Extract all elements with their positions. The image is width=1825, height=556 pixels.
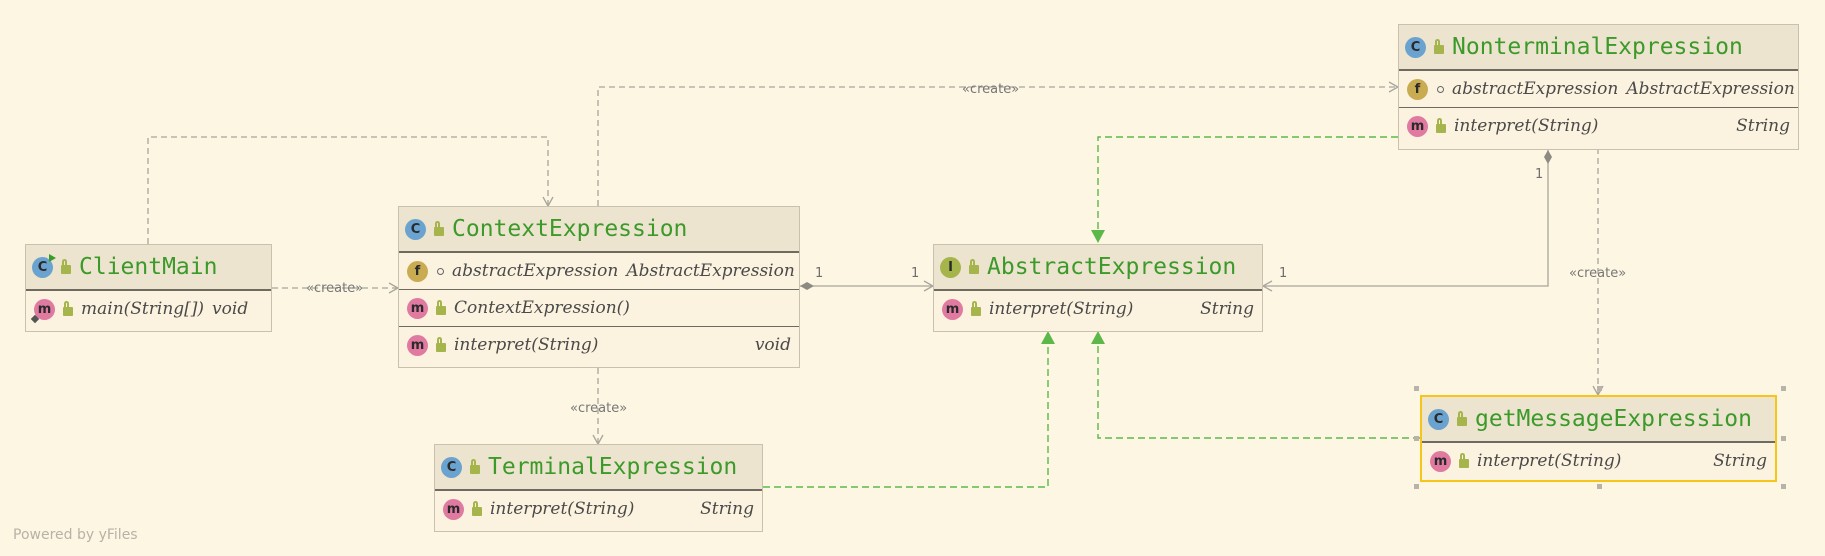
class-name: NonterminalExpression	[1452, 34, 1743, 60]
node-header: C getMessageExpression	[1422, 397, 1775, 442]
resize-handle[interactable]	[1597, 386, 1602, 391]
edge-terminal-realization	[763, 331, 1055, 488]
class-icon: C	[441, 456, 462, 478]
public-lock-icon	[1457, 410, 1467, 426]
edge-context-to-nonterminal-create	[597, 81, 1400, 206]
create-label-client: «create»	[306, 281, 364, 296]
public-lock-icon	[969, 258, 979, 274]
member-row[interactable]: m main(String[]) void	[26, 290, 271, 327]
member-name: abstractExpression	[1452, 79, 1619, 99]
create-label-nonterminal-getmessage: «create»	[1569, 266, 1627, 281]
method-icon: m	[407, 334, 428, 356]
member-name: interpret(String)	[454, 335, 599, 355]
edge-getmessage-realization	[1091, 331, 1420, 439]
member-row[interactable]: m interpret(String) void	[399, 326, 799, 363]
powered-by-footer: Powered by yFiles	[13, 527, 138, 543]
node-abstract-expression[interactable]: I AbstractExpression m interpret(String)…	[933, 244, 1263, 332]
field-icon: f	[1407, 78, 1428, 100]
node-header: I AbstractExpression	[934, 245, 1262, 290]
member-name: ContextExpression()	[454, 298, 630, 318]
field-icon: f	[407, 260, 428, 282]
interface-icon: I	[940, 256, 961, 278]
package-private-icon	[1437, 85, 1444, 93]
member-type: void	[754, 335, 791, 355]
public-lock-icon	[436, 336, 446, 352]
class-name: ClientMain	[79, 254, 218, 280]
class-name: TerminalExpression	[488, 454, 738, 480]
node-header: C ContextExpression	[399, 207, 799, 252]
member-name: interpret(String)	[989, 299, 1134, 319]
member-name: interpret(String)	[490, 499, 635, 519]
resize-handle[interactable]	[1414, 436, 1419, 441]
public-lock-icon	[63, 300, 73, 316]
resize-handle[interactable]	[1781, 386, 1786, 391]
public-lock-icon	[472, 500, 482, 516]
class-icon: C	[1405, 36, 1426, 58]
class-icon: C	[1428, 408, 1449, 430]
interface-name: AbstractExpression	[987, 254, 1237, 280]
abstract-method-icon: m	[942, 298, 963, 320]
edge-nonterminal-realization	[1091, 136, 1398, 243]
member-type: AbstractExpression	[626, 261, 795, 281]
package-private-icon	[437, 267, 444, 275]
multiplicity-label: 1	[911, 266, 920, 281]
method-icon: m	[1407, 115, 1428, 137]
member-name: abstractExpression	[452, 261, 619, 281]
class-icon: C	[405, 218, 426, 240]
resize-handle[interactable]	[1781, 484, 1786, 489]
resize-handle[interactable]	[1414, 386, 1419, 391]
public-lock-icon	[1434, 38, 1444, 54]
class-name: getMessageExpression	[1475, 406, 1752, 432]
member-type: String	[700, 499, 754, 519]
member-row[interactable]: m interpret(String) String	[435, 490, 762, 527]
node-header: C NonterminalExpression	[1399, 25, 1798, 70]
member-name: interpret(String)	[1454, 116, 1599, 136]
member-type: AbstractExpression	[1626, 79, 1795, 99]
resize-handle[interactable]	[1597, 484, 1602, 489]
public-lock-icon	[971, 300, 981, 316]
public-lock-icon	[1436, 117, 1446, 133]
create-label-context-terminal: «create»	[570, 401, 628, 416]
member-row[interactable]: m interpret(String) String	[934, 290, 1262, 327]
member-row[interactable]: m interpret(String) String	[1422, 442, 1775, 479]
multiplicity-label: 1	[1535, 167, 1544, 182]
public-lock-icon	[470, 458, 480, 474]
member-row[interactable]: m interpret(String) String	[1399, 107, 1798, 144]
edge-client-to-context-top	[147, 136, 554, 244]
member-type: String	[1736, 116, 1790, 136]
method-icon: m	[407, 297, 428, 319]
member-row[interactable]: f abstractExpression AbstractExpression	[1399, 70, 1798, 107]
multiplicity-label: 1	[1279, 266, 1288, 281]
public-lock-icon	[61, 258, 71, 274]
multiplicity-label: 1	[815, 266, 824, 281]
public-lock-icon	[434, 220, 444, 236]
node-get-message-expression[interactable]: C getMessageExpression m interpret(Strin…	[1420, 395, 1777, 482]
node-client-main[interactable]: C ClientMain m main(String[]) void	[25, 244, 272, 332]
method-icon: m	[443, 498, 464, 520]
member-type: String	[1713, 451, 1767, 471]
resize-handle[interactable]	[1414, 484, 1419, 489]
edge-nonterminal-aggregation	[1261, 150, 1552, 292]
member-type: void	[212, 299, 249, 319]
method-icon: m	[1430, 450, 1451, 472]
member-row[interactable]: f abstractExpression AbstractExpression	[399, 252, 799, 289]
member-type: String	[1200, 299, 1254, 319]
member-row[interactable]: m ContextExpression()	[399, 289, 799, 326]
node-terminal-expression[interactable]: C TerminalExpression m interpret(String)…	[434, 444, 763, 532]
class-name: ContextExpression	[452, 216, 688, 242]
resize-handle[interactable]	[1781, 436, 1786, 441]
node-header: C TerminalExpression	[435, 445, 762, 490]
node-nonterminal-expression[interactable]: C NonterminalExpression f abstractExpres…	[1398, 24, 1799, 150]
member-name: interpret(String)	[1477, 451, 1622, 471]
class-icon: C	[32, 253, 56, 278]
node-header: C ClientMain	[26, 245, 271, 290]
create-label-context-nonterminal: «create»	[962, 82, 1020, 97]
method-icon: m	[30, 298, 55, 323]
member-name: main(String[])	[81, 299, 205, 319]
public-lock-icon	[436, 299, 446, 315]
node-context-expression[interactable]: C ContextExpression f abstractExpression…	[398, 206, 800, 368]
public-lock-icon	[1459, 452, 1469, 468]
